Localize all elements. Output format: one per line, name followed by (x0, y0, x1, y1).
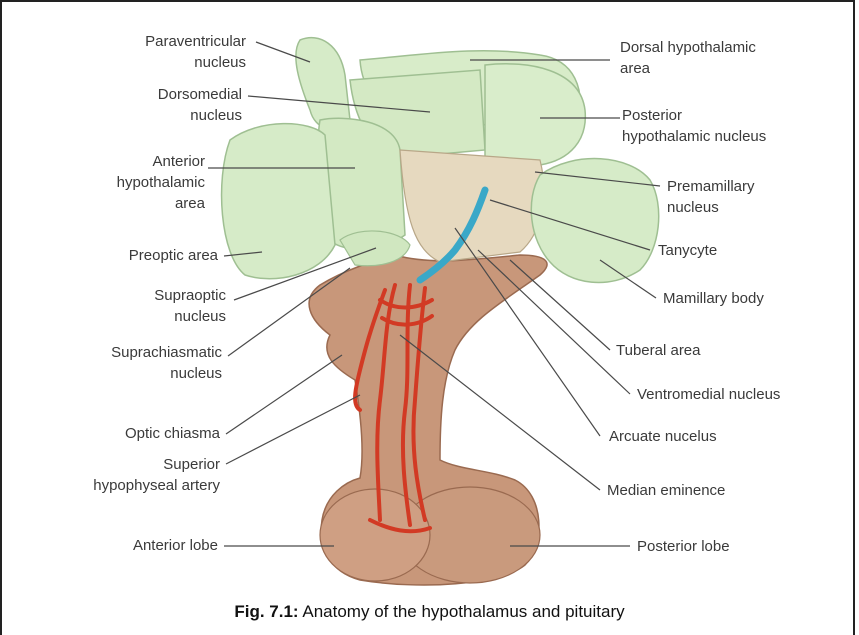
label-preoptic-area: Preoptic area (40, 245, 218, 266)
mamillary-body-shape (531, 159, 658, 283)
label-ventromedial-nucleus: Ventromedial nucleus (637, 384, 780, 405)
label-arcuate-nucleus: Arcuate nucelus (609, 426, 717, 447)
label-mamillary-body: Mamillary body (663, 288, 764, 309)
caption-text: Anatomy of the hypothalamus and pituitar… (299, 602, 625, 621)
caption-number: Fig. 7.1: (234, 602, 298, 621)
preoptic-area-shape (222, 124, 335, 279)
label-tuberal-area: Tuberal area (616, 340, 701, 361)
ventromedial-shape (400, 150, 544, 262)
anterior-lobe-shape (320, 489, 430, 581)
paraventricular-nucleus-shape (296, 38, 350, 129)
label-posterior-lobe: Posterior lobe (637, 536, 730, 557)
label-anterior-lobe: Anterior lobe (40, 535, 218, 556)
label-median-eminence: Median eminence (607, 480, 725, 501)
label-optic-chiasma: Optic chiasma (40, 423, 220, 444)
label-tanycyte: Tanycyte (658, 240, 717, 261)
figure-caption: Fig. 7.1: Anatomy of the hypothalamus an… (0, 602, 859, 622)
